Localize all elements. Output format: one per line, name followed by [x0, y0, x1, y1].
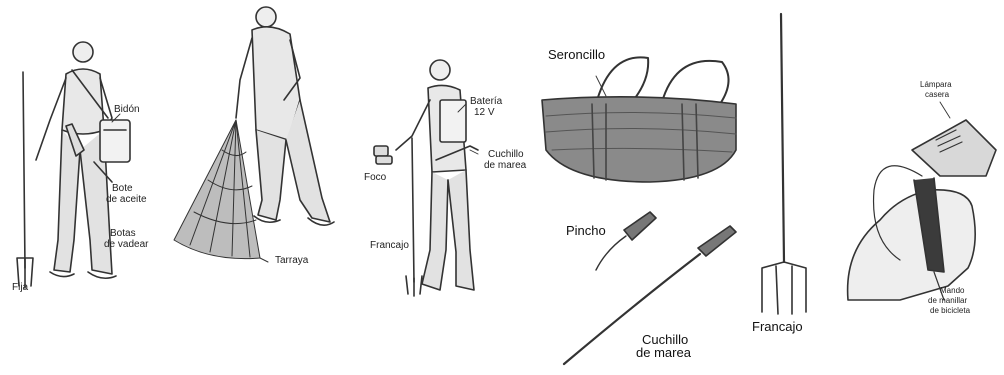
lamp-hand-icon	[848, 120, 996, 300]
label-lampara-2: casera	[925, 90, 949, 99]
label-francajo-small: Francajo	[370, 240, 409, 251]
night-fisher-figure	[396, 60, 474, 290]
pincho-icon	[596, 212, 656, 270]
battery-icon	[440, 100, 466, 142]
francajo-big-icon	[762, 14, 806, 314]
label-mando-2: de manillar	[928, 296, 967, 305]
fija-icon	[17, 72, 33, 288]
label-cuchillo-small-1: Cuchillo	[488, 149, 524, 160]
label-francajo-big: Francajo	[752, 320, 803, 334]
label-foco: Foco	[364, 172, 386, 183]
seroncillo-basket-icon	[542, 57, 736, 182]
bidon-icon	[100, 120, 130, 162]
label-botas-2: de vadear	[104, 239, 148, 250]
label-bateria-2: 12 V	[474, 107, 495, 118]
label-bote-aceite-2: de aceite	[106, 194, 147, 205]
label-bateria-1: Batería	[470, 96, 502, 107]
foco-icon	[374, 146, 392, 164]
label-bote-aceite-1: Bote	[112, 183, 133, 194]
label-tarraya: Tarraya	[275, 255, 308, 266]
net-thrower-figure	[236, 7, 334, 225]
label-cuchillo-small-2: de marea	[484, 160, 526, 171]
label-botas-1: Botas	[110, 228, 136, 239]
label-mando-1: Mando	[940, 286, 964, 295]
label-pincho: Pincho	[566, 224, 606, 238]
label-fija: Fija	[12, 282, 28, 293]
label-bidon: Bidón	[114, 104, 140, 115]
tarraya-net-icon	[174, 120, 268, 262]
label-seroncillo: Seroncillo	[548, 48, 605, 62]
francajo-small-icon	[406, 138, 422, 296]
label-lampara-1: Lámpara	[920, 80, 952, 89]
label-mando-3: de bicicleta	[930, 306, 970, 315]
label-cuchillo-big-2: de marea	[636, 346, 691, 360]
